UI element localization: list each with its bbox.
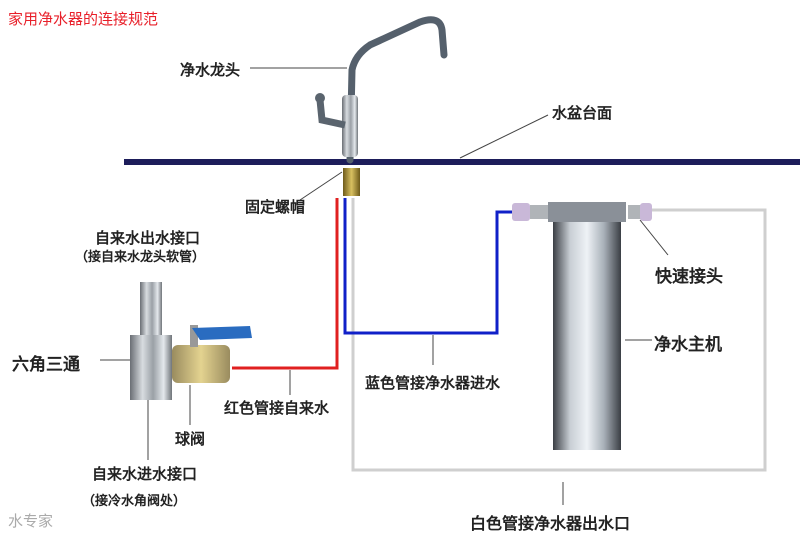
faucet [315, 16, 448, 164]
label-ball-valve: 球阀 [175, 430, 206, 448]
label-tap-outlet: 自来水出水接口 [95, 229, 201, 247]
white-pipe [351, 198, 767, 472]
ball-valve [172, 325, 252, 383]
label-tap-inlet-note: （接冷水角阀处） [82, 494, 187, 509]
hex-tee [130, 282, 172, 400]
leader-lines [100, 67, 669, 505]
label-tap-outlet-note: （接自来水龙头软管） [75, 250, 206, 265]
watermark: 水专家 [8, 512, 54, 530]
label-white-pipe: 白色管接净水器出水口 [470, 514, 631, 533]
red-pipe [232, 198, 339, 370]
label-main-unit: 净水主机 [654, 335, 722, 355]
label-hex-tee: 六角三通 [12, 355, 80, 375]
fixing-nut [343, 168, 360, 196]
diagram-title: 家用净水器的连接规范 [8, 10, 159, 28]
label-tap-inlet: 自来水进水接口 [92, 465, 198, 483]
blue-pipe [343, 198, 512, 335]
quick-connector-left [512, 203, 548, 221]
label-red-pipe: 红色管接自来水 [224, 399, 330, 417]
label-quick-connector: 快速接头 [655, 267, 723, 287]
filter-main-unit [548, 202, 626, 450]
countertop [124, 159, 800, 165]
label-countertop: 水盆台面 [552, 104, 613, 122]
label-fixing-nut: 固定螺帽 [245, 198, 306, 216]
label-faucet: 净水龙头 [180, 61, 241, 79]
quick-connector-right [628, 203, 652, 221]
label-blue-pipe: 蓝色管接净水器进水 [365, 374, 501, 392]
